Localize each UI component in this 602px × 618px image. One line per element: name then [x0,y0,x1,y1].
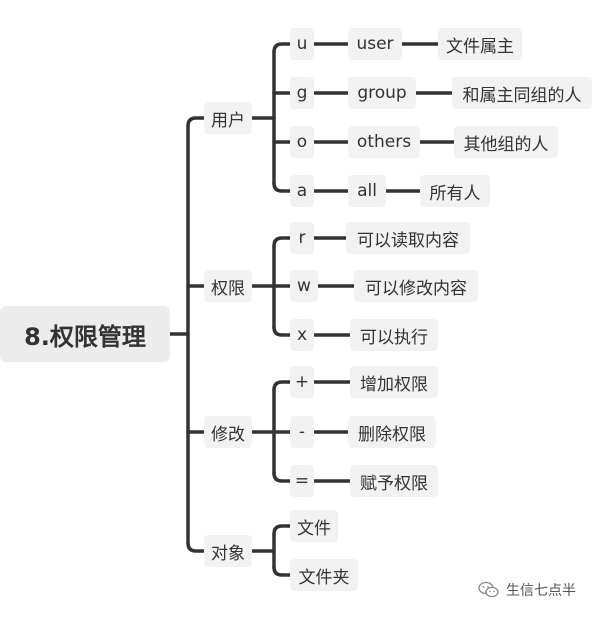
node-u[interactable]: u [290,28,314,60]
node-w-desc[interactable]: 可以修改内容 [354,270,478,302]
wechat-icon [478,581,499,598]
node-minus-desc[interactable]: 删除权限 [348,416,436,448]
node-file[interactable]: 文件 [290,510,338,542]
node-r[interactable]: r [290,222,314,254]
node-o[interactable]: o [290,126,314,158]
node-plus[interactable]: + [290,366,314,398]
node-r-desc[interactable]: 可以读取内容 [346,222,470,254]
node-equals-desc[interactable]: 赋予权限 [350,465,438,497]
node-others-desc[interactable]: 其他组的人 [454,126,558,158]
root-link-edge-3 [186,541,206,553]
users-link-edge-3 [272,181,292,193]
node-user[interactable]: user [348,28,402,60]
branch-modify[interactable]: 修改 [204,416,252,448]
users-link-edge-0 [272,42,292,54]
branch-permissions[interactable]: 权限 [204,270,252,302]
branch-users[interactable]: 用户 [204,102,252,134]
modify-link-edge-2 [272,471,292,483]
node-others[interactable]: others [348,126,420,158]
perm-link-edge-0 [272,236,292,248]
node-group-desc[interactable]: 和属主同组的人 [452,77,592,109]
node-equals[interactable]: = [290,465,314,497]
node-all-desc[interactable]: 所有人 [420,175,490,207]
node-x-desc[interactable]: 可以执行 [350,319,438,351]
objects-link-edge-1 [272,565,292,577]
node-user-desc[interactable]: 文件属主 [438,28,522,60]
node-x[interactable]: x [290,319,314,351]
objects-link-edge-0 [272,524,292,536]
node-plus-desc[interactable]: 增加权限 [350,366,438,398]
node-group[interactable]: group [348,77,416,109]
branch-objects[interactable]: 对象 [204,535,252,567]
root-node[interactable]: 8.权限管理 [0,306,170,362]
root-link-edge-0 [186,116,206,128]
watermark: 生信七点半 [478,580,576,600]
node-w[interactable]: w [290,270,318,302]
node-all[interactable]: all [348,175,386,207]
node-minus[interactable]: - [290,416,314,448]
modify-link-edge-0 [272,380,292,392]
node-g[interactable]: g [290,77,314,109]
perm-link-edge-2 [272,325,292,337]
watermark-text: 生信七点半 [506,583,576,599]
node-folder[interactable]: 文件夹 [290,559,358,591]
node-a[interactable]: a [290,175,314,207]
